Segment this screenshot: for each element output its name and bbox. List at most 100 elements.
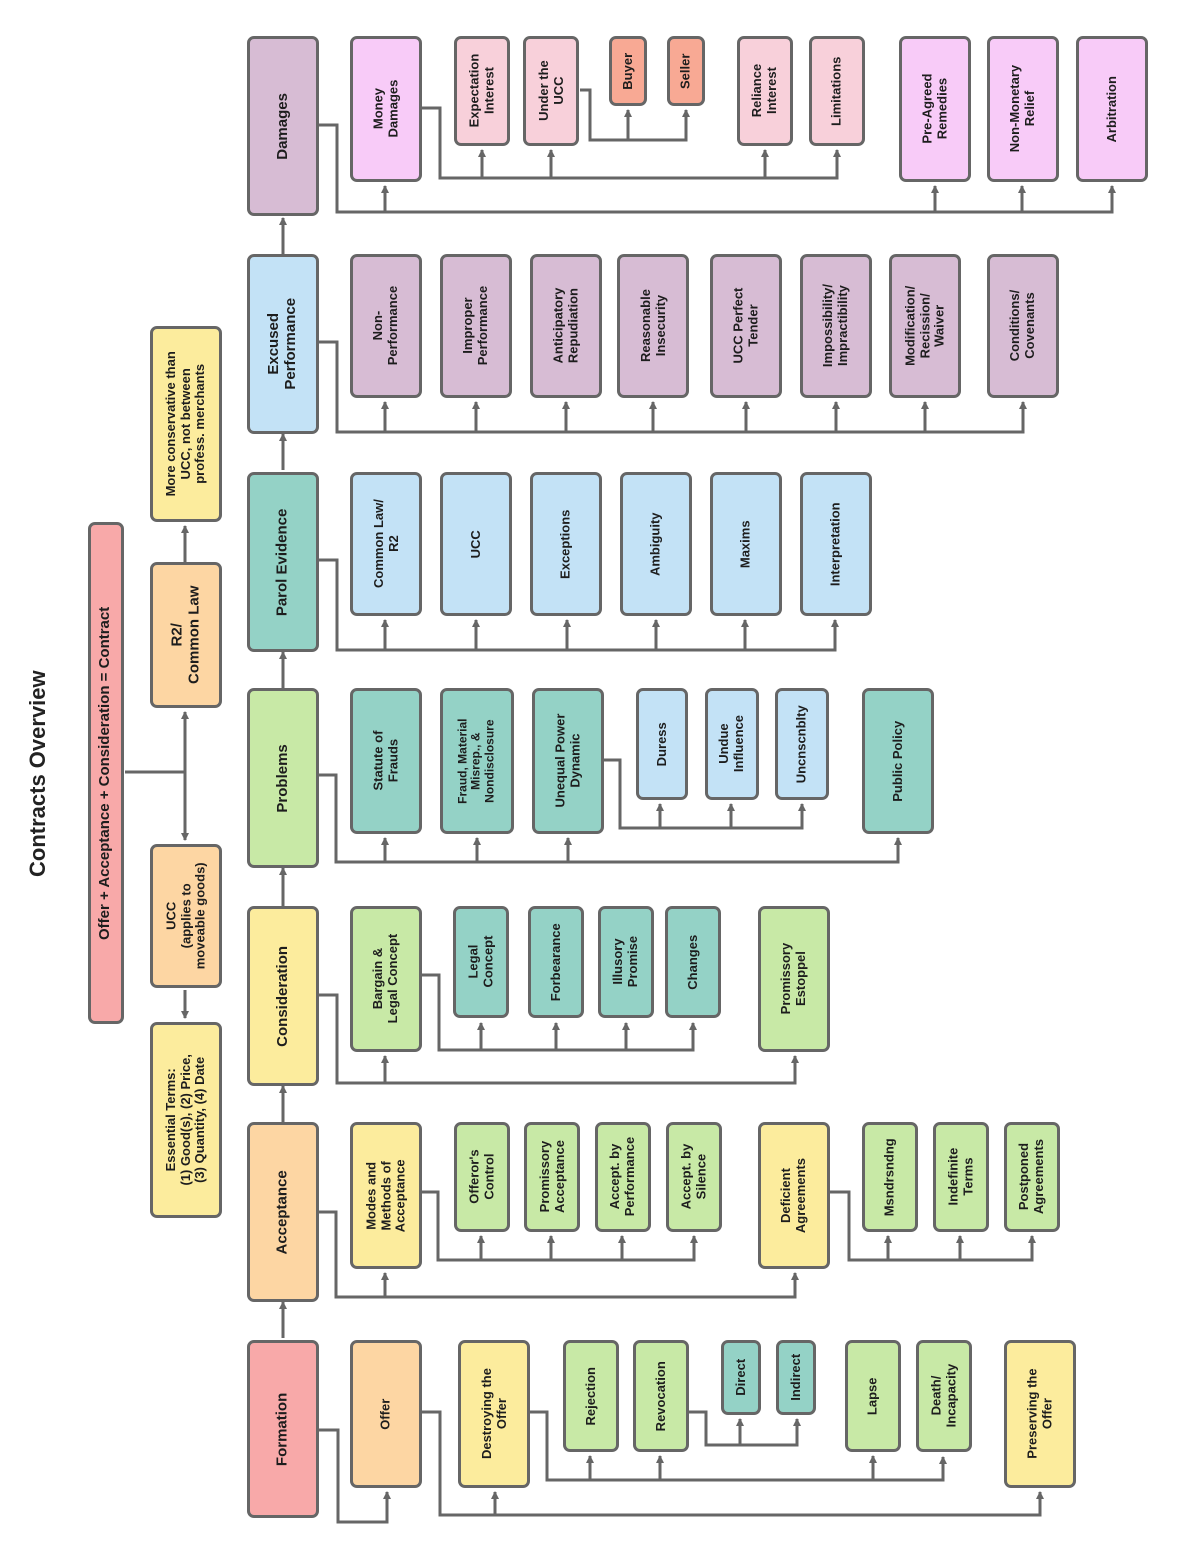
- parol-ucc-label: UCC: [467, 529, 483, 559]
- misunderstanding-label: Msndrsndng: [881, 1137, 897, 1216]
- buyer-label: Buyer: [619, 52, 635, 90]
- damages-label: Damages: [273, 92, 291, 160]
- unconscionability-box: Uncnscnblty: [775, 688, 829, 800]
- maxims-box: Maxims: [710, 472, 782, 616]
- diagram-title: Contracts Overview: [25, 670, 50, 877]
- forbearance-label: Forbearance: [547, 922, 563, 1002]
- seller-label: Seller: [677, 53, 693, 89]
- common-law-r2-label: Common Law/R2: [370, 499, 400, 589]
- indirect-box: Indirect: [776, 1340, 816, 1415]
- unconscionability-label: Uncnscnblty: [793, 704, 809, 783]
- equation-label: Offer + Acceptance + Consideration = Con…: [96, 606, 114, 940]
- death-incapacity-box: Death/Incapacity: [916, 1340, 972, 1452]
- death-incapacity-label: Death/Incapacity: [928, 1364, 958, 1428]
- direct-box: Direct: [721, 1340, 761, 1415]
- non-performance-label: Non-Performance: [370, 286, 401, 366]
- consideration-box: Consideration: [247, 906, 319, 1086]
- interpretation-label: Interpretation: [827, 502, 843, 586]
- modification-label: Modification/Recission/Waiver: [902, 285, 947, 367]
- non-performance-box: Non-Performance: [350, 254, 422, 398]
- exceptions-box: Exceptions: [530, 472, 602, 616]
- revocation-label: Revocation: [652, 1360, 668, 1432]
- r2-common-law-box: R2/Common Law: [150, 562, 222, 708]
- damages-box: Damages: [247, 36, 319, 216]
- exceptions-label: Exceptions: [557, 509, 573, 579]
- formation-label: Formation: [273, 1392, 291, 1466]
- conditions-covenants-box: Conditions/Covenants: [987, 254, 1059, 398]
- changes-label: Changes: [684, 934, 700, 990]
- limitations-label: Limitations: [828, 56, 844, 126]
- common-law-r2-box: Common Law/R2: [350, 472, 422, 616]
- changes-box: Changes: [665, 906, 721, 1018]
- ambiguity-box: Ambiguity: [620, 472, 692, 616]
- forbearance-box: Forbearance: [528, 906, 584, 1018]
- arbitration-box: Arbitration: [1076, 36, 1148, 182]
- revocation-box: Revocation: [633, 1340, 689, 1452]
- formation-box: Formation: [247, 1340, 319, 1518]
- essential-terms-label: Essential Terms:(1) Good(s), (2) Price,(…: [163, 1054, 208, 1186]
- parol-ucc-box: UCC: [440, 472, 512, 616]
- parol-evidence-label: Parol Evidence: [273, 508, 291, 616]
- rejection-label: Rejection: [582, 1366, 598, 1426]
- conditions-covenants-label: Conditions/Covenants: [1007, 290, 1037, 362]
- bargain-legal-concept-label: Bargain &Legal Concept: [370, 934, 401, 1024]
- impossibility-label: Impossibility/Impractibility: [820, 284, 851, 368]
- offer-label: Offer: [377, 1398, 393, 1430]
- equation-box: Offer + Acceptance + Consideration = Con…: [88, 522, 124, 1024]
- essential-terms-box: Essential Terms:(1) Good(s), (2) Price,(…: [150, 1022, 222, 1218]
- modification-box: Modification/Recission/Waiver: [889, 254, 961, 398]
- consideration-label: Consideration: [273, 945, 291, 1047]
- lapse-box: Lapse: [845, 1340, 901, 1452]
- impossibility-box: Impossibility/Impractibility: [800, 254, 872, 398]
- arbitration-label: Arbitration: [1103, 75, 1119, 143]
- problems-label: Problems: [273, 743, 291, 813]
- r2-common-law-label: R2/Common Law: [168, 585, 202, 685]
